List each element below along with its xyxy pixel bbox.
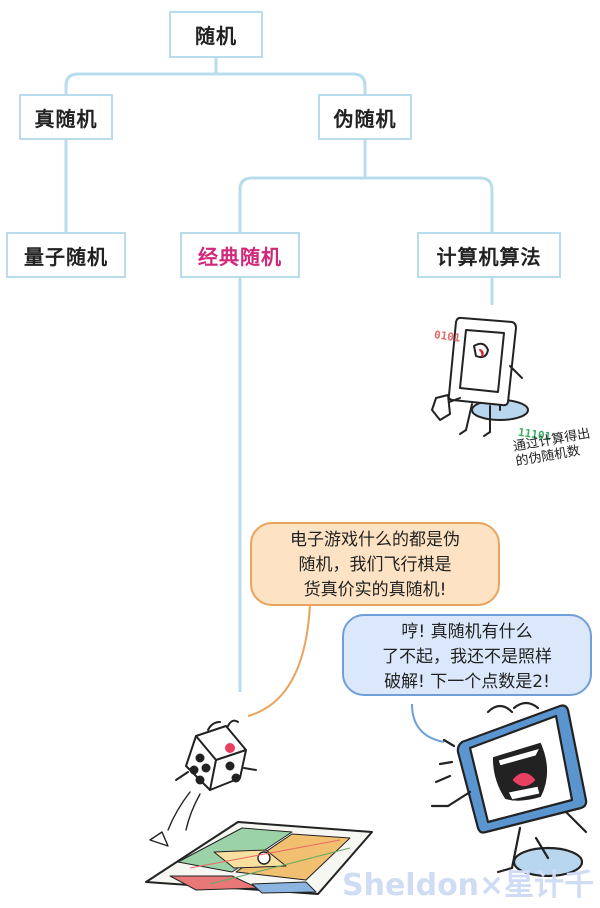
dice-illustration (149, 719, 257, 847)
node-classical-random: 经典随机 (180, 232, 300, 278)
speech-bubble-dice-line1: 电子游戏什么的都是伪 (290, 530, 460, 550)
node-pseudo-random: 伪随机 (318, 94, 412, 140)
node-computer-algorithm: 计算机算法 (417, 232, 561, 278)
speech-bubble-dice: 电子游戏什么的都是伪 随机，我们飞行棋是 货真价实的真随机! (250, 522, 500, 606)
ludo-board-illustration (145, 821, 373, 895)
node-quantum-random: 量子随机 (6, 232, 126, 278)
speech-bubble-dice-line2: 随机，我们飞行棋是 (298, 555, 452, 575)
orange-bubble-tail (247, 603, 311, 717)
blue-bubble-tail (411, 703, 445, 743)
speech-bubble-computer-line2: 了不起，我还不是照样 (382, 647, 552, 667)
speech-bubble-dice-line3: 货真价实的真随机! (303, 580, 447, 600)
speech-bubble-computer-line3: 破解! 下一个点数是2! (384, 672, 550, 692)
big-computer-illustration (430, 701, 588, 878)
tree-connectors (64, 58, 494, 692)
watermark-logo: Sheldon×星计千 (342, 868, 595, 903)
small-computer-illustration (431, 316, 529, 437)
speech-bubble-computer-line1: 哼! 真随机有什么 (401, 622, 533, 642)
speech-bubble-computer: 哼! 真随机有什么 了不起，我还不是照样 破解! 下一个点数是2! (342, 614, 592, 696)
node-root: 随机 (169, 11, 263, 58)
node-true-random: 真随机 (19, 94, 113, 140)
